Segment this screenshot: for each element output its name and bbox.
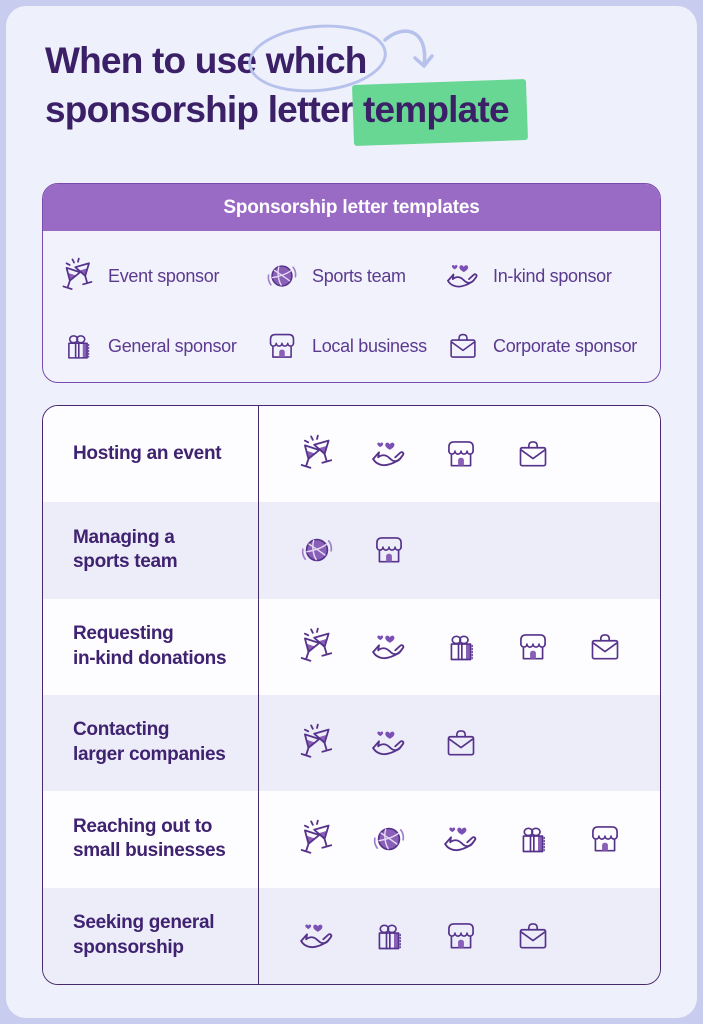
title-text-1: When to use	[45, 40, 257, 81]
general-sponsor-icon	[59, 327, 97, 365]
legend-item-label: Sports team	[312, 265, 406, 286]
table-row: Managing a sports team	[43, 502, 660, 599]
corporate-sponsor-icon	[444, 327, 482, 365]
event-sponsor-icon	[297, 627, 337, 667]
local-business-icon	[585, 819, 625, 859]
highlighted-word-text: template	[362, 89, 510, 130]
in-kind-sponsor-icon	[444, 257, 482, 295]
event-sponsor-icon	[59, 257, 97, 295]
legend-item-inkind: In-kind sponsor	[444, 241, 660, 311]
row-icons	[259, 502, 660, 598]
row-label: Contacting larger companies	[43, 694, 259, 792]
title-highlighted-word: template	[362, 85, 510, 134]
local-business-icon	[441, 434, 481, 474]
corporate-sponsor-icon	[441, 723, 481, 763]
row-icons	[259, 695, 660, 791]
general-sponsor-icon	[513, 819, 553, 859]
legend-item-label: Event sponsor	[108, 265, 220, 286]
table-row: Requesting in-kind donations	[43, 598, 660, 695]
in-kind-sponsor-icon	[369, 434, 409, 474]
event-sponsor-icon	[297, 819, 337, 859]
local-business-icon	[263, 327, 301, 365]
legend-item-label: Corporate sponsor	[493, 335, 637, 356]
legend-item-local: Local business	[263, 311, 444, 381]
general-sponsor-icon	[441, 627, 481, 667]
legend-item-corporate: Corporate sponsor	[444, 311, 660, 381]
corporate-sponsor-icon	[513, 916, 553, 956]
local-business-icon	[369, 530, 409, 570]
row-label: Seeking general sponsorship	[43, 887, 259, 984]
corporate-sponsor-icon	[585, 627, 625, 667]
local-business-icon	[441, 916, 481, 956]
sports-team-icon	[369, 819, 409, 859]
table-row: Hosting an event	[43, 406, 660, 503]
legend-item-sports: Sports team	[263, 241, 444, 311]
row-icons	[259, 791, 660, 887]
event-sponsor-icon	[297, 434, 337, 474]
row-icons	[259, 406, 660, 502]
legend-item-label: Local business	[312, 335, 427, 356]
legend-item-event: Event sponsor	[59, 241, 263, 311]
legend-item-label: General sponsor	[108, 335, 237, 356]
event-sponsor-icon	[297, 723, 337, 763]
in-kind-sponsor-icon	[441, 819, 481, 859]
title-text-2: sponsorship letter	[45, 89, 354, 130]
corporate-sponsor-icon	[513, 434, 553, 474]
local-business-icon	[513, 627, 553, 667]
table-row: Seeking general sponsorship	[43, 887, 660, 984]
in-kind-sponsor-icon	[369, 723, 409, 763]
row-icons	[259, 888, 660, 984]
row-icons	[259, 599, 660, 695]
row-label: Managing a sports team	[43, 502, 259, 599]
general-sponsor-icon	[369, 916, 409, 956]
row-label: Reaching out to small businesses	[43, 791, 259, 888]
in-kind-sponsor-icon	[369, 627, 409, 667]
legend-panel: Sponsorship letter templates Event spons…	[42, 183, 661, 383]
in-kind-sponsor-icon	[297, 916, 337, 956]
table-row: Reaching out to small businesses	[43, 791, 660, 888]
title-circled-word: which	[245, 19, 434, 98]
legend-item-label: In-kind sponsor	[493, 265, 612, 286]
row-label: Requesting in-kind donations	[43, 598, 259, 695]
sports-team-icon	[263, 257, 301, 295]
sports-team-icon	[297, 530, 337, 570]
table-row: Contacting larger companies	[43, 694, 660, 792]
circled-word-text: which	[265, 40, 368, 81]
legend-header: Sponsorship letter templates	[43, 184, 660, 231]
row-label: Hosting an event	[43, 406, 259, 503]
legend-item-general: General sponsor	[59, 311, 263, 381]
